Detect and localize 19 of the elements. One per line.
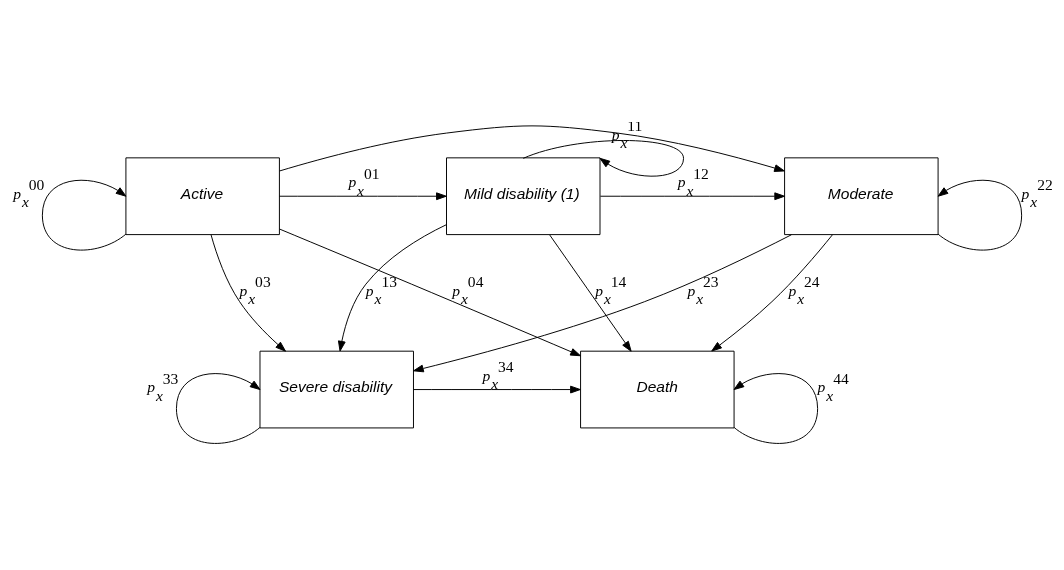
- arrow: [337, 224, 447, 352]
- node-box: Moderate: [784, 157, 939, 236]
- arrow: [937, 179, 1023, 251]
- arrow: [599, 192, 785, 201]
- node-box: Death: [580, 350, 735, 429]
- arrow: [413, 385, 581, 394]
- arrow: [175, 373, 261, 444]
- arrow: [278, 192, 447, 201]
- arrow: [549, 234, 632, 352]
- arrow: [41, 179, 127, 251]
- arrow: [413, 234, 792, 373]
- arrow: [210, 234, 286, 352]
- node-box: Active: [125, 157, 280, 236]
- arrow: [279, 125, 785, 172]
- node-box: Severe disability: [259, 350, 414, 429]
- arrow: [711, 234, 833, 352]
- arrow: [279, 228, 581, 357]
- arrow: [733, 373, 819, 444]
- node-box: Mild disability (1): [446, 157, 601, 236]
